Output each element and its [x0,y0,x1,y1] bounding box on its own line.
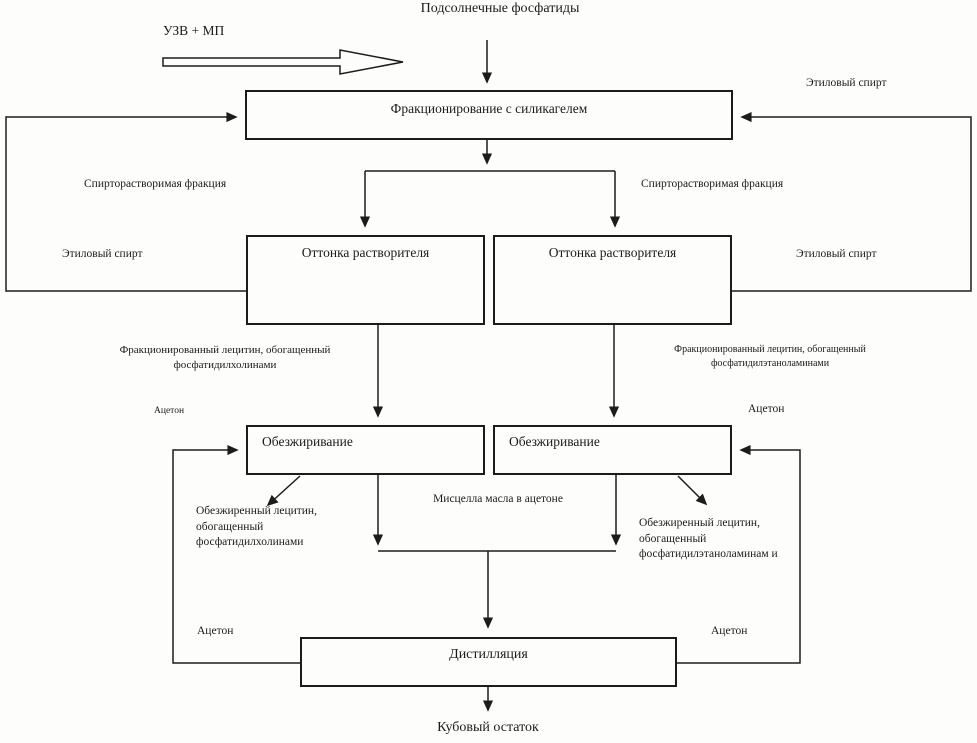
label-alcohol-soluble-right: Спирторастворимая фракция [641,178,784,190]
label-acetone-lower-right: Ацетон [711,625,748,637]
label-still-residue: Кубовый остаток [437,720,539,735]
box-defatting-left-label: Обезжиривание [262,434,353,449]
box-defatting-left: Обезжиривание [246,425,485,475]
box-fractionation: Фракционирование с силикагелем [245,90,733,140]
label-oil-miscella: Мисцелла масла в ацетоне [433,493,563,505]
label-ethyl-alcohol-left: Этиловый спирт [62,248,143,260]
box-distillation-label: Дистилляция [449,647,528,662]
label-alcohol-soluble-left: Спирторастворимая фракция [84,178,227,190]
treatment-block-arrow [162,49,404,75]
label-ethyl-alcohol-top-right: Этиловый спирт [806,77,887,89]
label-defatted-lecithin-pe: Обезжиренный лецитин, обогащенный фосфат… [639,517,778,561]
box-solvent-stripping-right: Оттонка растворителя [493,235,732,325]
label-ethyl-alcohol-right: Этиловый спирт [796,248,877,260]
label-acetone-upper-right: Ацетон [748,403,785,415]
box-defatting-right-label: Обезжиривание [509,434,600,449]
box-fractionation-label: Фракционирование с силикагелем [390,101,588,116]
box-solvent-stripping-left: Оттонка растворителя [246,235,485,325]
label-acetone-lower-left: Ацетон [197,625,234,637]
label-acetone-upper-left: Ацетон [154,406,185,416]
label-defatted-lecithin-pc: Обезжиренный лецитин, обогащенный фосфат… [196,505,317,549]
box-solvent-stripping-right-label: Оттонка растворителя [548,245,677,260]
box-distillation: Дистилляция [300,637,677,687]
box-defatting-right: Обезжиривание [493,425,732,475]
box-solvent-stripping-left-label: Оттонка растворителя [301,245,430,260]
label-fractionated-lecithin-pc: Фракционированный лецитин, обогащенный ф… [119,344,331,371]
label-fractionated-lecithin-pe: Фракционированный лецитин, обогащенный ф… [674,344,866,369]
treatment-label: УЗВ + МП [163,23,225,38]
diagram-title: Подсолнечные фосфатиды [420,1,580,16]
